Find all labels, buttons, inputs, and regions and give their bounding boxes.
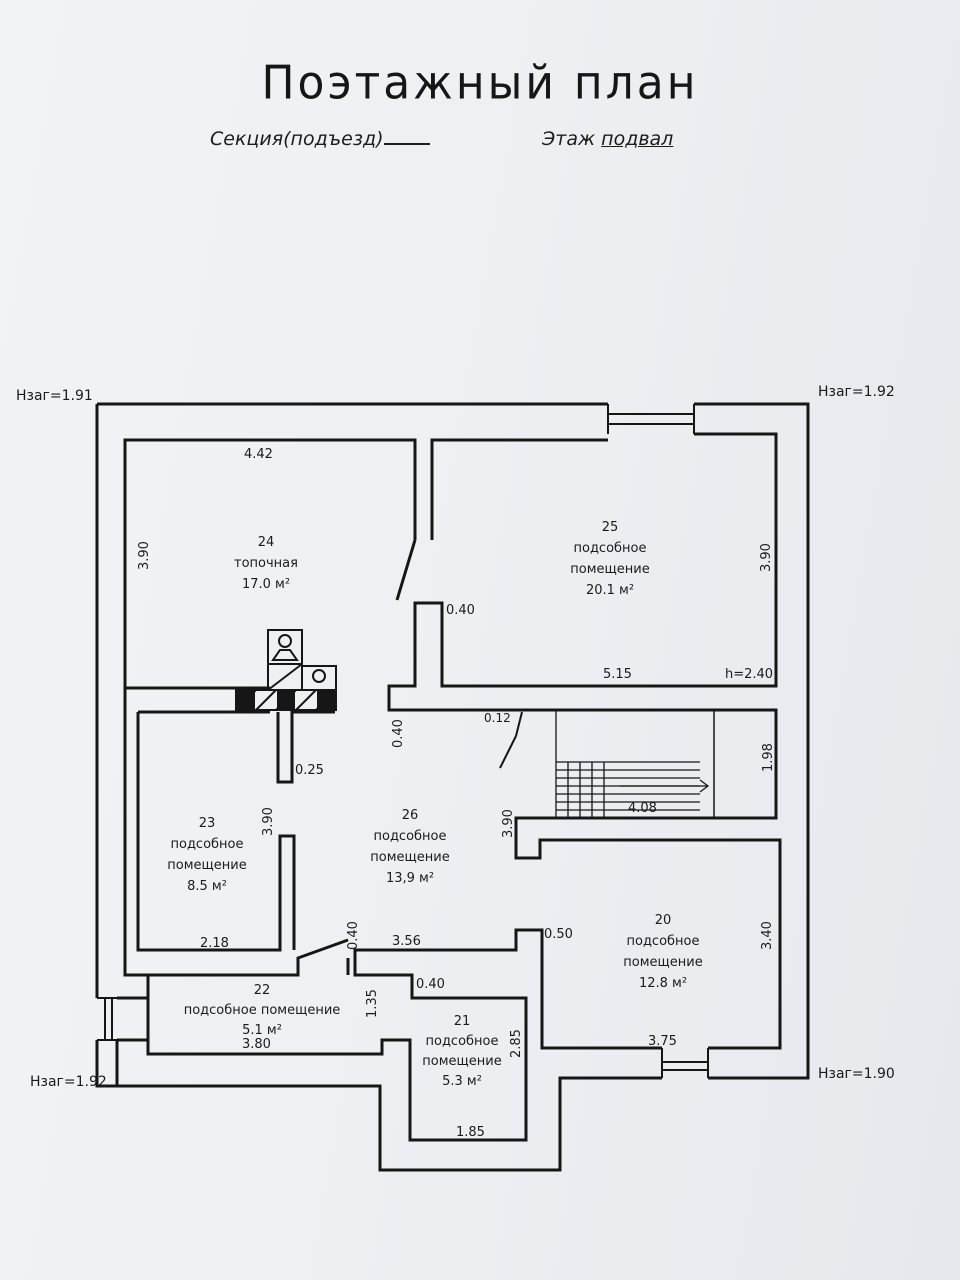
room-20-name-1: подсобное [626,934,699,949]
dimension-label: 0.12 [484,711,511,725]
room-26-number: 26 [402,808,419,823]
door-23 [297,939,349,959]
room-25-area: 20.1 м² [586,583,634,598]
dimension-label: 0.25 [295,763,324,778]
room-24-area: 17.0 м² [242,577,290,592]
dimension-label: 0.40 [346,921,361,950]
room-23-walls [115,688,335,1086]
dimension-label: 3.90 [759,543,774,572]
dimension-label: 0.40 [416,977,445,992]
room-23-name-2: помещение [167,858,246,873]
room-23-area: 8.5 м² [187,879,227,894]
dimension-label: 3.90 [137,541,152,570]
elevation-bottom-left: Нзаг=1.92 [30,1074,107,1090]
floor-value: подвал [601,128,674,150]
room-25-number: 25 [602,520,619,535]
room-20-label: 20 подсобное помещение 12.8 м² [623,913,702,991]
room-22-walls [148,938,350,977]
room-21-area: 5.3 м² [442,1074,482,1089]
room-23-name-1: подсобное [170,837,243,852]
room-23-number: 23 [199,816,216,831]
window-left [97,997,117,1041]
floor-field: Этаж подвал [542,128,673,150]
boiler-equipment [235,629,337,711]
room-20-name-2: помещение [623,955,702,970]
elevation-top-right: Нзаг=1.92 [818,384,895,400]
elevation-bottom-right: Нзаг=1.90 [818,1066,895,1082]
room-22-name: подсобное помещение [184,1003,341,1018]
dimension-label: 0.40 [446,603,475,618]
room-24-number: 24 [258,535,275,550]
room-26-name-1: подсобное [373,829,446,844]
room-25-name-1: подсобное [573,541,646,556]
room-20-number: 20 [655,913,672,928]
dimension-label: 0.50 [544,927,573,942]
dimension-label: 1.85 [456,1125,485,1140]
room-25-label: 25 подсобное помещение 20.1 м² [570,520,649,598]
dimension-label: 3.56 [392,934,421,949]
room-21-number: 21 [454,1014,471,1029]
dimension-label: 2.85 [509,1029,524,1058]
room-25-name-2: помещение [570,562,649,577]
section-label: Секция(подъезд) [210,128,384,150]
room-22-area: 5.1 м² [242,1023,282,1038]
room-21-name-2: помещение [422,1054,501,1069]
dimension-label: 2.18 [200,936,229,951]
staircase [555,709,715,819]
elevation-top-left: Нзаг=1.91 [16,388,93,404]
section-field: Секция(подъезд) [210,128,430,150]
dimension-label: 4.42 [244,447,273,462]
window-bottom [661,1048,709,1078]
section-value [383,129,430,145]
dimension-label: 1.98 [761,743,776,772]
room-20-area: 12.8 м² [639,976,687,991]
room-24-name: топочная [234,556,298,571]
room-26-name-2: помещение [370,850,449,865]
dimension-label: 3.40 [760,921,775,950]
dimension-label: 3.80 [242,1037,271,1052]
dimension-label: 1.35 [365,989,380,1018]
dimension-label: 4.08 [628,801,657,816]
dimension-label: 0.40 [391,719,406,748]
room-26-label: 26 подсобное помещение 13,9 м² [370,808,449,886]
dimension-label: 3.90 [261,807,276,836]
room-21-label: 21 подсобное помещение 5.3 м² [422,1014,501,1089]
floor-label: Этаж [542,128,596,150]
door-26 [499,711,523,769]
room-23-label: 23 подсобное помещение 8.5 м² [167,816,246,894]
room-26-area: 13,9 м² [386,871,434,886]
room-21-name-1: подсобное [425,1034,498,1049]
room-22-number: 22 [254,983,271,998]
dimension-label: 3.90 [501,809,516,838]
dimension-label: 5.15 [603,667,632,682]
page-title: Поэтажный план [261,56,699,111]
outer-wall [95,402,810,1172]
room-24-walls [123,438,417,690]
ceiling-height-label: h=2.40 [725,667,773,682]
room-22-label: 22 подсобное помещение 5.1 м² [184,983,341,1038]
dimension-label: 3.75 [648,1034,677,1049]
window-top [607,404,695,434]
room-24-label: 24 топочная 17.0 м² [234,535,298,592]
